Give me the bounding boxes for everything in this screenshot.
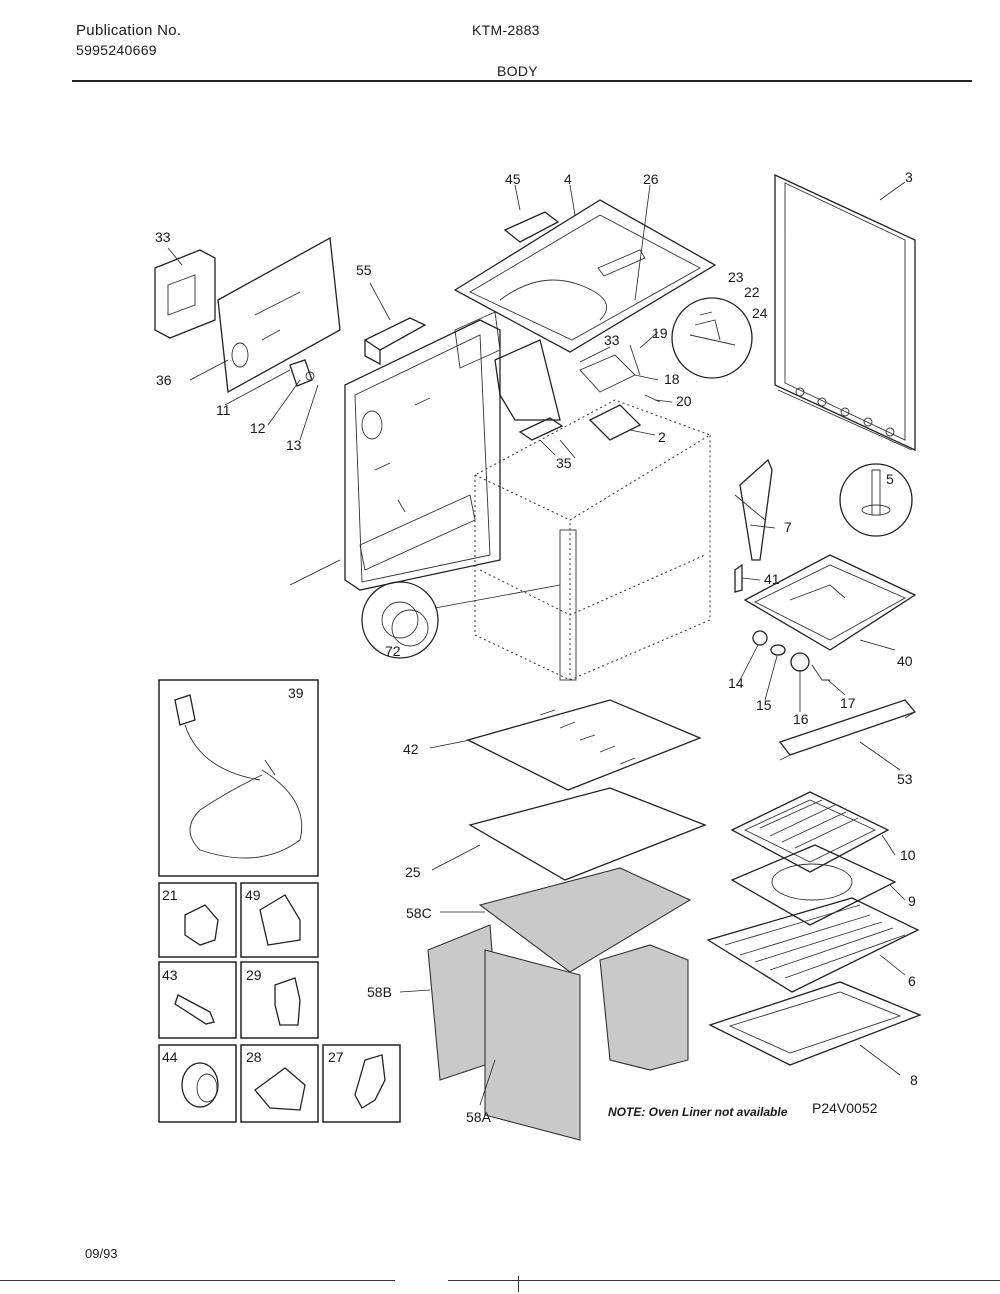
part-thermostat-assembly xyxy=(494,339,661,421)
section-title: BODY xyxy=(497,63,538,79)
callout-44: 44 xyxy=(162,1049,178,1065)
inset-box-49 xyxy=(240,882,319,958)
callout-26: 26 xyxy=(643,171,659,187)
callout-labels: 45 4 26 3 33 55 23 22 24 19 33 18 20 36 … xyxy=(155,169,918,1125)
inset-box-21 xyxy=(158,882,237,958)
callout-33-a: 33 xyxy=(155,229,171,245)
part-vent-cover-55 xyxy=(363,317,427,366)
callout-42: 42 xyxy=(403,741,419,757)
callout-2: 2 xyxy=(658,429,666,445)
publication-label: Publication No. xyxy=(76,22,182,39)
callout-58a: 58A xyxy=(466,1109,492,1125)
callout-20: 20 xyxy=(676,393,692,409)
callout-15: 15 xyxy=(756,697,772,713)
part-broiler-drawer-40 xyxy=(743,554,917,651)
part-bracket-2 xyxy=(588,404,642,441)
callout-19: 19 xyxy=(652,325,668,341)
inset-box-27 xyxy=(322,1044,401,1123)
callout-16: 16 xyxy=(793,711,809,727)
callout-45: 45 xyxy=(505,171,521,187)
revision-date: 09/93 xyxy=(85,1246,118,1261)
callout-22: 22 xyxy=(744,284,760,300)
callout-21: 21 xyxy=(162,887,178,903)
header-rule xyxy=(72,80,972,82)
callout-58c: 58C xyxy=(406,905,432,921)
part-detail-circle-22-24 xyxy=(671,297,753,379)
callout-33-b: 33 xyxy=(604,332,620,348)
part-oven-bottom-42 xyxy=(466,699,702,791)
part-top-panel-26 xyxy=(453,199,717,353)
callout-12: 12 xyxy=(250,420,266,436)
callout-8: 8 xyxy=(910,1072,918,1088)
callout-58b: 58B xyxy=(367,984,392,1000)
callout-10: 10 xyxy=(900,847,916,863)
callout-28: 28 xyxy=(246,1049,262,1065)
part-oven-rack-6 xyxy=(706,897,920,993)
callout-41: 41 xyxy=(764,571,780,587)
callout-43: 43 xyxy=(162,967,178,983)
part-bracket-33 xyxy=(154,249,216,339)
part-rail-53 xyxy=(778,699,917,761)
callout-55: 55 xyxy=(356,262,372,278)
callout-49: 49 xyxy=(245,887,261,903)
part-broil-pan-9 xyxy=(730,844,897,926)
callout-3: 3 xyxy=(905,169,913,185)
callout-13: 13 xyxy=(286,437,302,453)
part-insulation-58a xyxy=(484,949,581,1141)
callout-27: 27 xyxy=(328,1049,344,1065)
inset-box-28 xyxy=(240,1044,319,1123)
footer-rule-left xyxy=(0,1280,395,1281)
part-control-panel xyxy=(344,311,501,591)
part-insulation-58b xyxy=(427,924,689,1081)
inset-box-43 xyxy=(158,961,237,1039)
callout-29: 29 xyxy=(246,967,262,983)
part-detail-circle-72 xyxy=(361,581,439,659)
part-hinge-bracket-35 xyxy=(518,417,564,441)
part-hinge-7 xyxy=(734,458,773,561)
figure-code: P24V0052 xyxy=(812,1100,878,1116)
inset-box-44 xyxy=(158,1044,237,1123)
callout-4: 4 xyxy=(564,171,572,187)
callout-24: 24 xyxy=(752,305,768,321)
part-switch-parts-14-17 xyxy=(752,630,830,681)
callout-72: 72 xyxy=(385,643,401,659)
footer-tick xyxy=(518,1276,519,1292)
part-rod-41 xyxy=(734,563,743,593)
part-insulation-58c xyxy=(478,867,692,973)
callout-14: 14 xyxy=(728,675,744,691)
callout-6: 6 xyxy=(908,973,916,989)
part-oven-cavity xyxy=(473,399,712,681)
footer-rule-right xyxy=(448,1280,1000,1281)
part-back-panel-36 xyxy=(217,236,341,394)
callout-5: 5 xyxy=(886,471,894,487)
leader-lines xyxy=(167,181,906,1106)
model-number: KTM-2883 xyxy=(472,22,540,38)
part-rear-panel-3 xyxy=(774,173,916,452)
publication-number: 5995240669 xyxy=(76,42,157,58)
callout-17: 17 xyxy=(840,695,856,711)
callout-36: 36 xyxy=(156,372,172,388)
callout-35: 35 xyxy=(556,455,572,471)
callout-40: 40 xyxy=(897,653,913,669)
callout-18: 18 xyxy=(664,371,680,387)
callout-39: 39 xyxy=(288,685,304,701)
callout-25: 25 xyxy=(405,864,421,880)
part-plate-25 xyxy=(468,787,707,881)
part-broil-pan-insert-10 xyxy=(730,791,890,873)
callout-11: 11 xyxy=(216,402,231,418)
part-connector-11-12-13 xyxy=(289,359,315,387)
inset-box-39 xyxy=(158,679,319,877)
part-door-frame-8 xyxy=(708,981,922,1066)
inset-box-29 xyxy=(240,961,319,1039)
callout-7: 7 xyxy=(784,519,792,535)
part-detail-circle-5 xyxy=(839,463,913,537)
callout-23: 23 xyxy=(728,269,744,285)
callout-9: 9 xyxy=(908,893,916,909)
oven-liner-note: NOTE: Oven Liner not available xyxy=(608,1105,788,1119)
callout-53: 53 xyxy=(897,771,913,787)
